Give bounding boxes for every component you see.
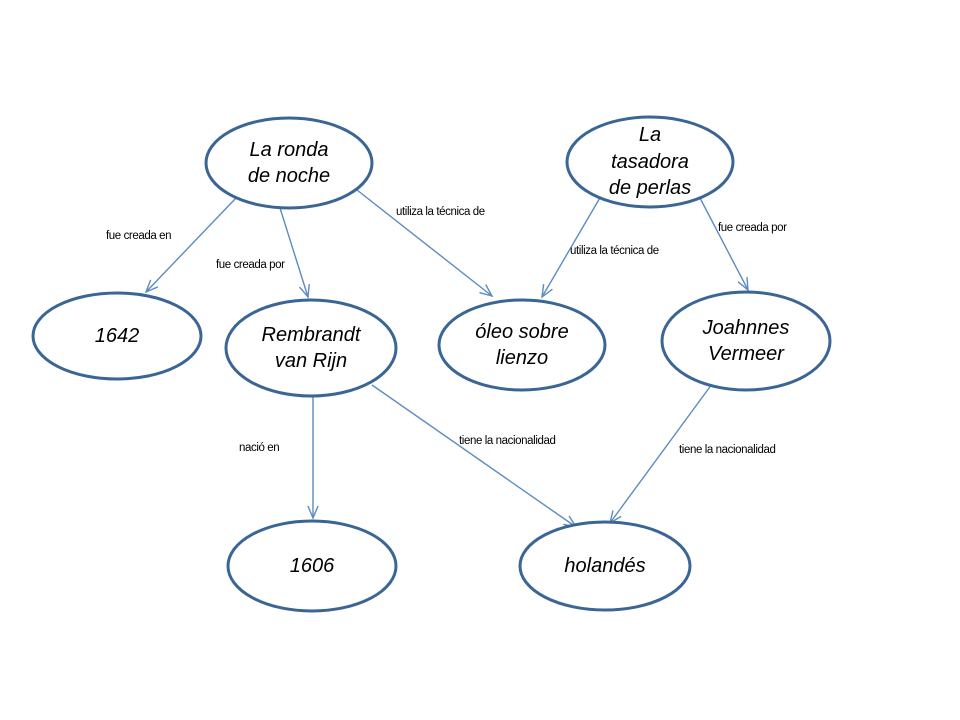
- edge-label-ronda-oleo: utiliza la técnica de: [396, 206, 485, 218]
- node-ellipse-oleo[interactable]: [437, 298, 607, 392]
- arrowhead-icon: [541, 284, 553, 299]
- node-ellipse-vermeer[interactable]: [660, 290, 832, 392]
- node-ellipse-anio1642[interactable]: [31, 291, 203, 381]
- arrowhead-icon: [479, 284, 494, 298]
- edge-label-ronda-rembrandt: fue creada por: [216, 259, 285, 271]
- edge-line: [145, 197, 237, 293]
- node-ellipse-anio1606[interactable]: [226, 519, 398, 613]
- edge-line: [356, 189, 493, 297]
- edge-label-tasadora-vermeer: fue creada por: [718, 222, 787, 234]
- edge-rembrandt-1606: [307, 396, 319, 520]
- arrowhead-icon: [144, 279, 159, 294]
- edge-line: [699, 197, 749, 291]
- node-ellipse-tasadora[interactable]: [565, 115, 735, 209]
- edge-ronda-rembrandt: [279, 207, 310, 299]
- node-ellipse-holandes[interactable]: [518, 520, 692, 612]
- edge-label-rembrandt-1606: nació en: [239, 442, 280, 454]
- arrowhead-icon: [299, 283, 310, 299]
- edge-line: [541, 195, 602, 298]
- edge-label-vermeer-holandes: tiene la nacionalidad: [679, 444, 776, 456]
- edge-ronda-1642: [144, 197, 237, 294]
- edge-label-ronda-1642: fue creada en: [106, 230, 172, 242]
- edge-line: [609, 383, 713, 524]
- edge-rembrandt-holandes: [371, 384, 578, 529]
- edge-tasadora-oleo: [541, 195, 602, 299]
- nodes-layer: [31, 115, 832, 613]
- node-ellipse-rembrandt[interactable]: [224, 298, 398, 398]
- edge-label-rembrandt-holandes: tiene la nacionalidad: [459, 435, 556, 447]
- edge-line: [279, 207, 309, 298]
- edge-ronda-oleo: [356, 189, 494, 298]
- node-ellipse-ronda[interactable]: [204, 116, 374, 210]
- arrowhead-icon: [307, 505, 319, 520]
- arrowhead-icon: [737, 276, 749, 292]
- edge-label-tasadora-oleo: utiliza la técnica de: [570, 245, 659, 257]
- edge-tasadora-vermeer: [699, 197, 749, 292]
- edge-line: [371, 384, 577, 528]
